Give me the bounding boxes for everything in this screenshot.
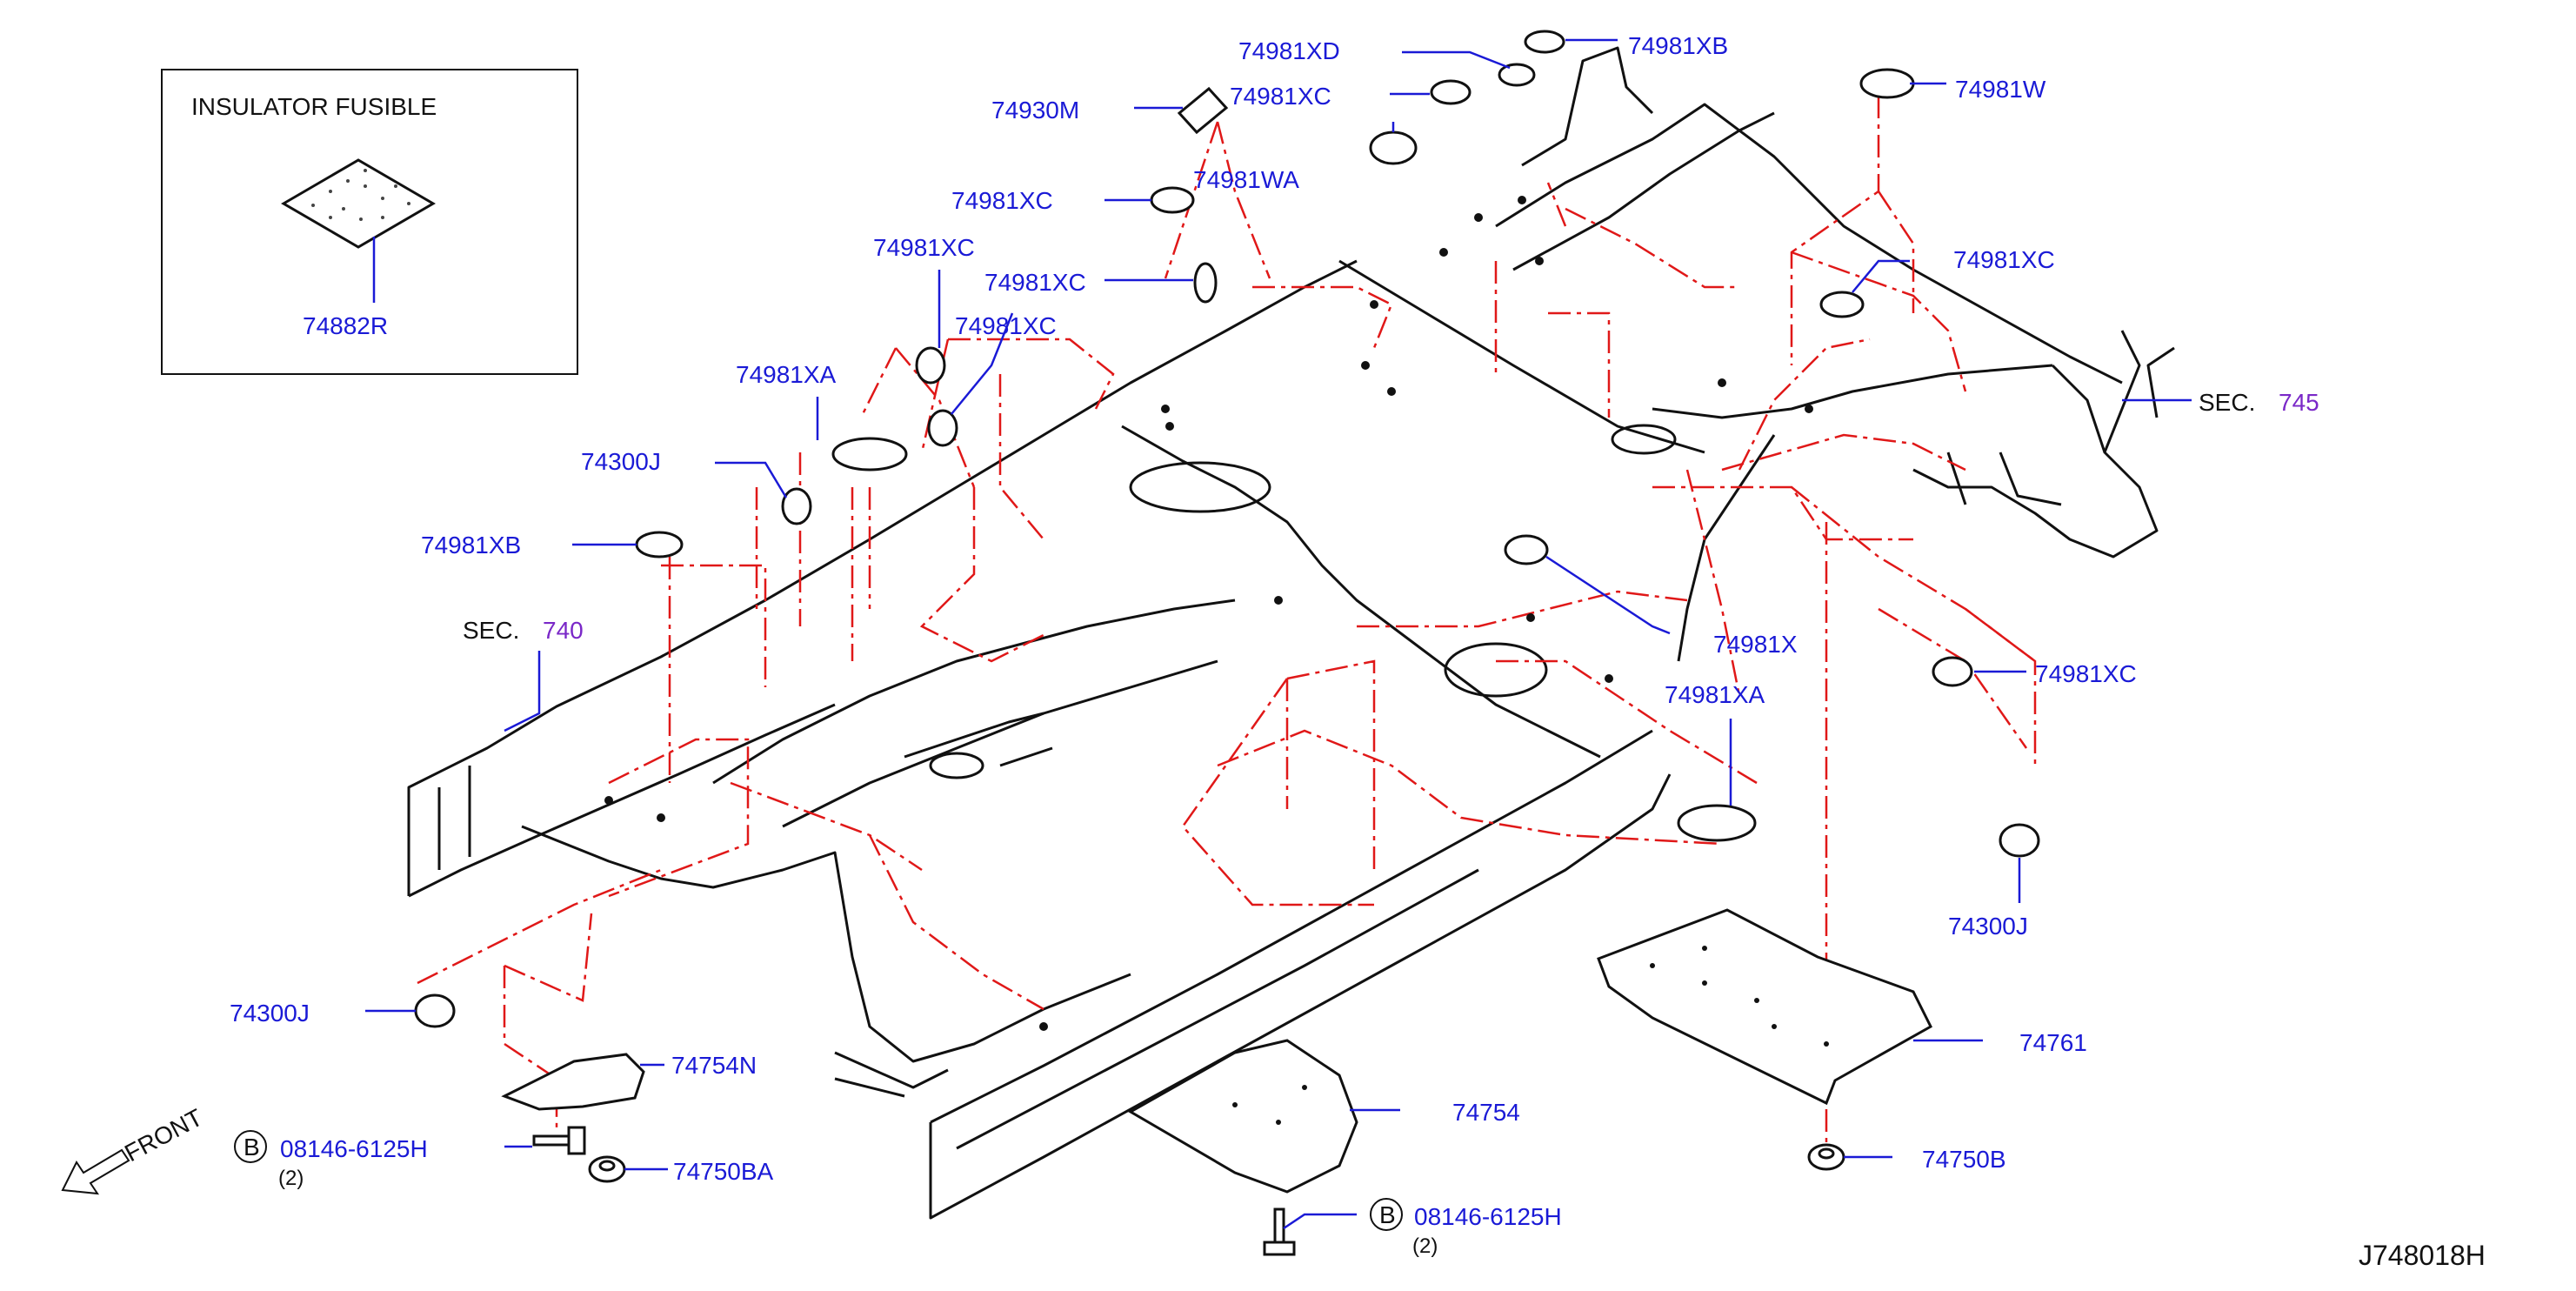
callout-74754n: 74754N: [671, 1052, 757, 1079]
grommet-74981xb-top: [1524, 30, 1565, 54]
grommet-74981xc-lower: [1932, 656, 1973, 687]
callout-74981xa-left: 74981XA: [736, 361, 837, 388]
callout-74981xd: 74981XD: [1238, 37, 1340, 64]
callout-74930m: 74930M: [991, 97, 1079, 124]
grommet-74981w: [1859, 68, 1915, 99]
insulator-texture: [311, 169, 410, 221]
inset-frame: [161, 69, 578, 375]
callout-bolt-lower-qty: (2): [1412, 1234, 1438, 1258]
nut-right-icon: [1807, 1143, 1845, 1171]
grommet-74981xd: [1498, 63, 1536, 87]
grommet-74981xc-right: [1819, 291, 1865, 318]
leaders: [365, 38, 2192, 1230]
badge-left-icon: [234, 1130, 267, 1163]
callout-74981xc-d: 74981XC: [984, 269, 1086, 296]
badge-lower-icon: [1370, 1198, 1403, 1231]
callout-74300j-left: 74300J: [230, 1000, 310, 1027]
callout-74981xb-left: 74981XB: [421, 532, 521, 559]
cover-74754n: [501, 1053, 645, 1111]
grommet-74981xc-d: [915, 346, 946, 385]
callout-bolt-left-qty: (2): [278, 1167, 304, 1190]
plug-74981xa-left: [831, 437, 908, 472]
bolt-left-icon: [532, 1126, 586, 1155]
callout-labels: 74981XD 74981XB 74981W 74930M 74981XC 74…: [230, 32, 2137, 1258]
callout-74981wa: 74981WA: [1193, 166, 1299, 193]
plug-74930m: [1177, 86, 1229, 135]
callout-74750ba: 74750BA: [673, 1158, 774, 1185]
grommet-74981xc-a: [1430, 79, 1472, 105]
grommet-74300j-left: [414, 993, 456, 1028]
diagram-code: J748018H: [2359, 1240, 2486, 1271]
callout-74981x: 74981X: [1713, 631, 1798, 658]
callout-74981xc-c: 74981XC: [873, 234, 975, 261]
sec-740-prefix: SEC.: [463, 617, 519, 644]
callout-74754: 74754: [1452, 1099, 1520, 1126]
under-covers: [501, 908, 1932, 1194]
bolt-lower-icon: [1263, 1207, 1296, 1256]
sec-740-number: 740: [543, 617, 584, 644]
callout-74981w: 74981W: [1955, 76, 2046, 103]
front-label: FRONT: [120, 1104, 207, 1167]
callout-74761: 74761: [2019, 1029, 2087, 1056]
callout-74981xc-e: 74981XC: [955, 312, 1057, 339]
callout-74981xb-top: 74981XB: [1628, 32, 1728, 59]
inset-part-label: 74882R: [303, 312, 388, 339]
badge-lower-letter: B: [1379, 1201, 1396, 1228]
callout-bolt-left: 08146-6125H: [280, 1135, 428, 1162]
fasteners: [532, 1126, 1845, 1256]
insulator-pad-icon: [281, 158, 436, 249]
callout-74750b: 74750B: [1922, 1146, 2006, 1173]
plug-74981xa-right: [1677, 804, 1757, 842]
inset-box: INSULATOR FUSIBLE 74882R: [161, 69, 578, 375]
grommet-74981xc-b: [1150, 186, 1195, 214]
front-indicator: FRONT: [61, 1104, 207, 1195]
callout-74300j-upper: 74300J: [581, 448, 661, 475]
callout-74981xc-b: 74981XC: [951, 187, 1053, 214]
grommet-74300j-right: [1999, 823, 2040, 858]
callout-74981xc-lower: 74981XC: [2035, 660, 2137, 687]
section-refs: SEC. 740 SEC. 745: [463, 389, 2319, 644]
grommet-74981xb-left: [635, 531, 684, 559]
callout-74981xa-right: 74981XA: [1665, 681, 1765, 708]
callout-74981xc-right: 74981XC: [1953, 246, 2055, 273]
bolt-badges: B B: [234, 1130, 1403, 1231]
holes: [604, 196, 1813, 1187]
callout-bolt-lower: 08146-6125H: [1414, 1203, 1562, 1230]
cover-74761: [1597, 908, 1932, 1106]
inset-title: INSULATOR FUSIBLE: [191, 93, 437, 120]
front-arrow-icon: [61, 1148, 130, 1195]
grommet-74981x: [1504, 534, 1549, 565]
sec-745-number: 745: [2279, 389, 2319, 416]
grommet-74981xc-e: [927, 409, 958, 447]
grommets: [414, 30, 2040, 1028]
callout-74300j-right: 74300J: [1948, 913, 2028, 940]
grommet-74981xc-c: [1193, 262, 1218, 304]
callout-74981xc-a: 74981XC: [1230, 83, 1331, 110]
nut-left-icon: [588, 1155, 626, 1183]
badge-left-letter: B: [244, 1134, 260, 1161]
sec-745-prefix: SEC.: [2199, 389, 2255, 416]
cover-74754: [1127, 1039, 1358, 1194]
grommet-74300j-upper: [781, 487, 812, 525]
grommet-74981wa: [1369, 130, 1418, 165]
